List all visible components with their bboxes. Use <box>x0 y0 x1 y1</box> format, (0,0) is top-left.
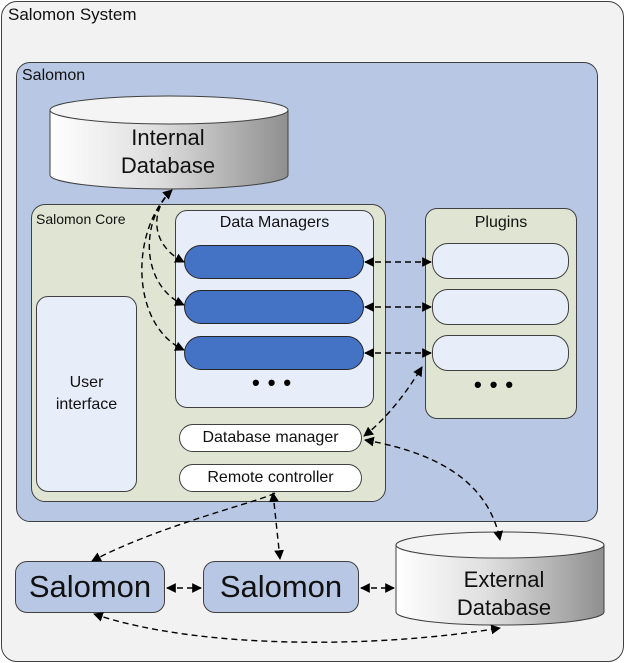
user-interface-label: User interface <box>36 372 137 416</box>
external-database-line2: Database <box>457 595 551 620</box>
external-database-cylinder <box>395 531 605 626</box>
plugins-more-dots: ••• <box>474 372 522 397</box>
data-manager-3 <box>184 336 364 370</box>
connector-remote-salomon-left <box>91 492 276 562</box>
salomon-label: Salomon <box>22 67 86 84</box>
database-manager-box: Database manager <box>179 424 362 452</box>
plugin-slot-1 <box>432 243 569 279</box>
plugin-slot-2 <box>432 289 569 325</box>
connector-internal-db-dm2 <box>148 189 185 306</box>
data-manager-1 <box>184 245 364 279</box>
user-interface-line2: interface <box>55 396 118 413</box>
connector-dbmanager-plugins <box>363 366 423 437</box>
user-interface-box <box>36 296 137 492</box>
connector-internal-db-dm1 <box>156 189 185 263</box>
salomon-node-middle: Salomon <box>203 561 359 613</box>
data-managers-more-dots: ••• <box>252 370 300 395</box>
remote-controller-box: Remote controller <box>179 464 362 492</box>
data-manager-2 <box>184 290 364 324</box>
internal-database-line1: Internal <box>131 125 204 150</box>
salomon-system-label: Salomon System <box>8 5 137 24</box>
plugins-title: Plugins <box>474 214 528 231</box>
connector-dbmanager-external-db <box>364 436 504 541</box>
connector-internal-db-dm3 <box>141 189 185 351</box>
external-database-line1: External <box>464 567 545 592</box>
internal-database-cylinder <box>49 95 289 190</box>
data-managers-title: Data Managers <box>219 214 330 231</box>
connector-salomon-left-external-db <box>93 612 501 643</box>
plugin-slot-3 <box>432 335 569 371</box>
salomon-node-left: Salomon <box>15 561 165 613</box>
connector-remote-salomon-middle <box>269 492 284 560</box>
salomon-core-label: Salomon Core <box>36 211 126 227</box>
user-interface-line1: User <box>69 374 104 391</box>
internal-database-line2: Database <box>121 153 215 178</box>
